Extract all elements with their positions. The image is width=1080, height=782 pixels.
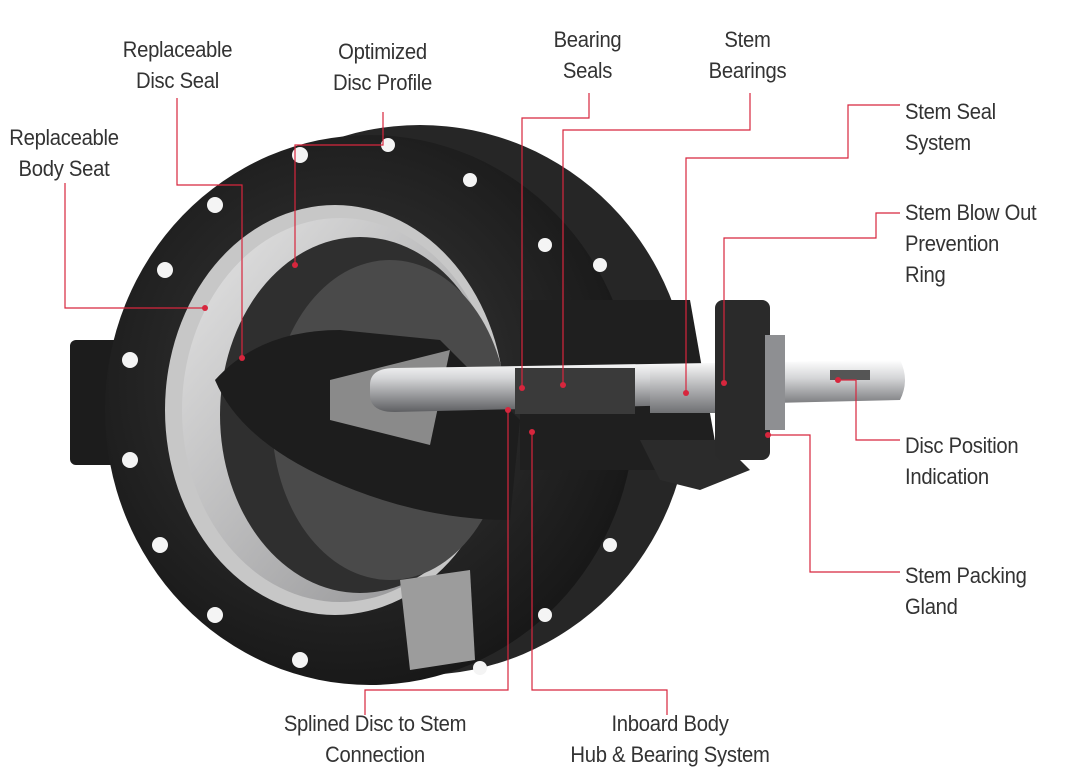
label-disc-position-indication: Disc Position Indication: [905, 433, 1019, 489]
label-replaceable-disc-seal: Replaceable Disc Seal: [122, 37, 233, 93]
label-splined-disc-to-stem-connection: Splined Disc to Stem Connection: [283, 711, 467, 767]
label-stem-blow-out-prevention-ring: Stem Blow Out Prevention Ring: [905, 200, 1037, 287]
label-stem-seal-system: Stem Seal System: [905, 99, 996, 155]
valve-stem-shaft: [370, 300, 905, 460]
label-stem-packing-gland: Stem Packing Gland: [905, 563, 1027, 619]
leader-lines: [64, 93, 900, 715]
label-bearing-seals: Bearing Seals: [553, 27, 622, 83]
flange-bolt-holes: [122, 138, 617, 675]
label-stem-bearings: Stem Bearings: [708, 27, 787, 83]
label-optimized-disc-profile: Optimized Disc Profile: [332, 39, 433, 95]
label-replaceable-body-seat: Replaceable Body Seat: [9, 125, 119, 181]
label-inboard-body-hub-bearing-system: Inboard Body Hub & Bearing System: [570, 711, 770, 767]
